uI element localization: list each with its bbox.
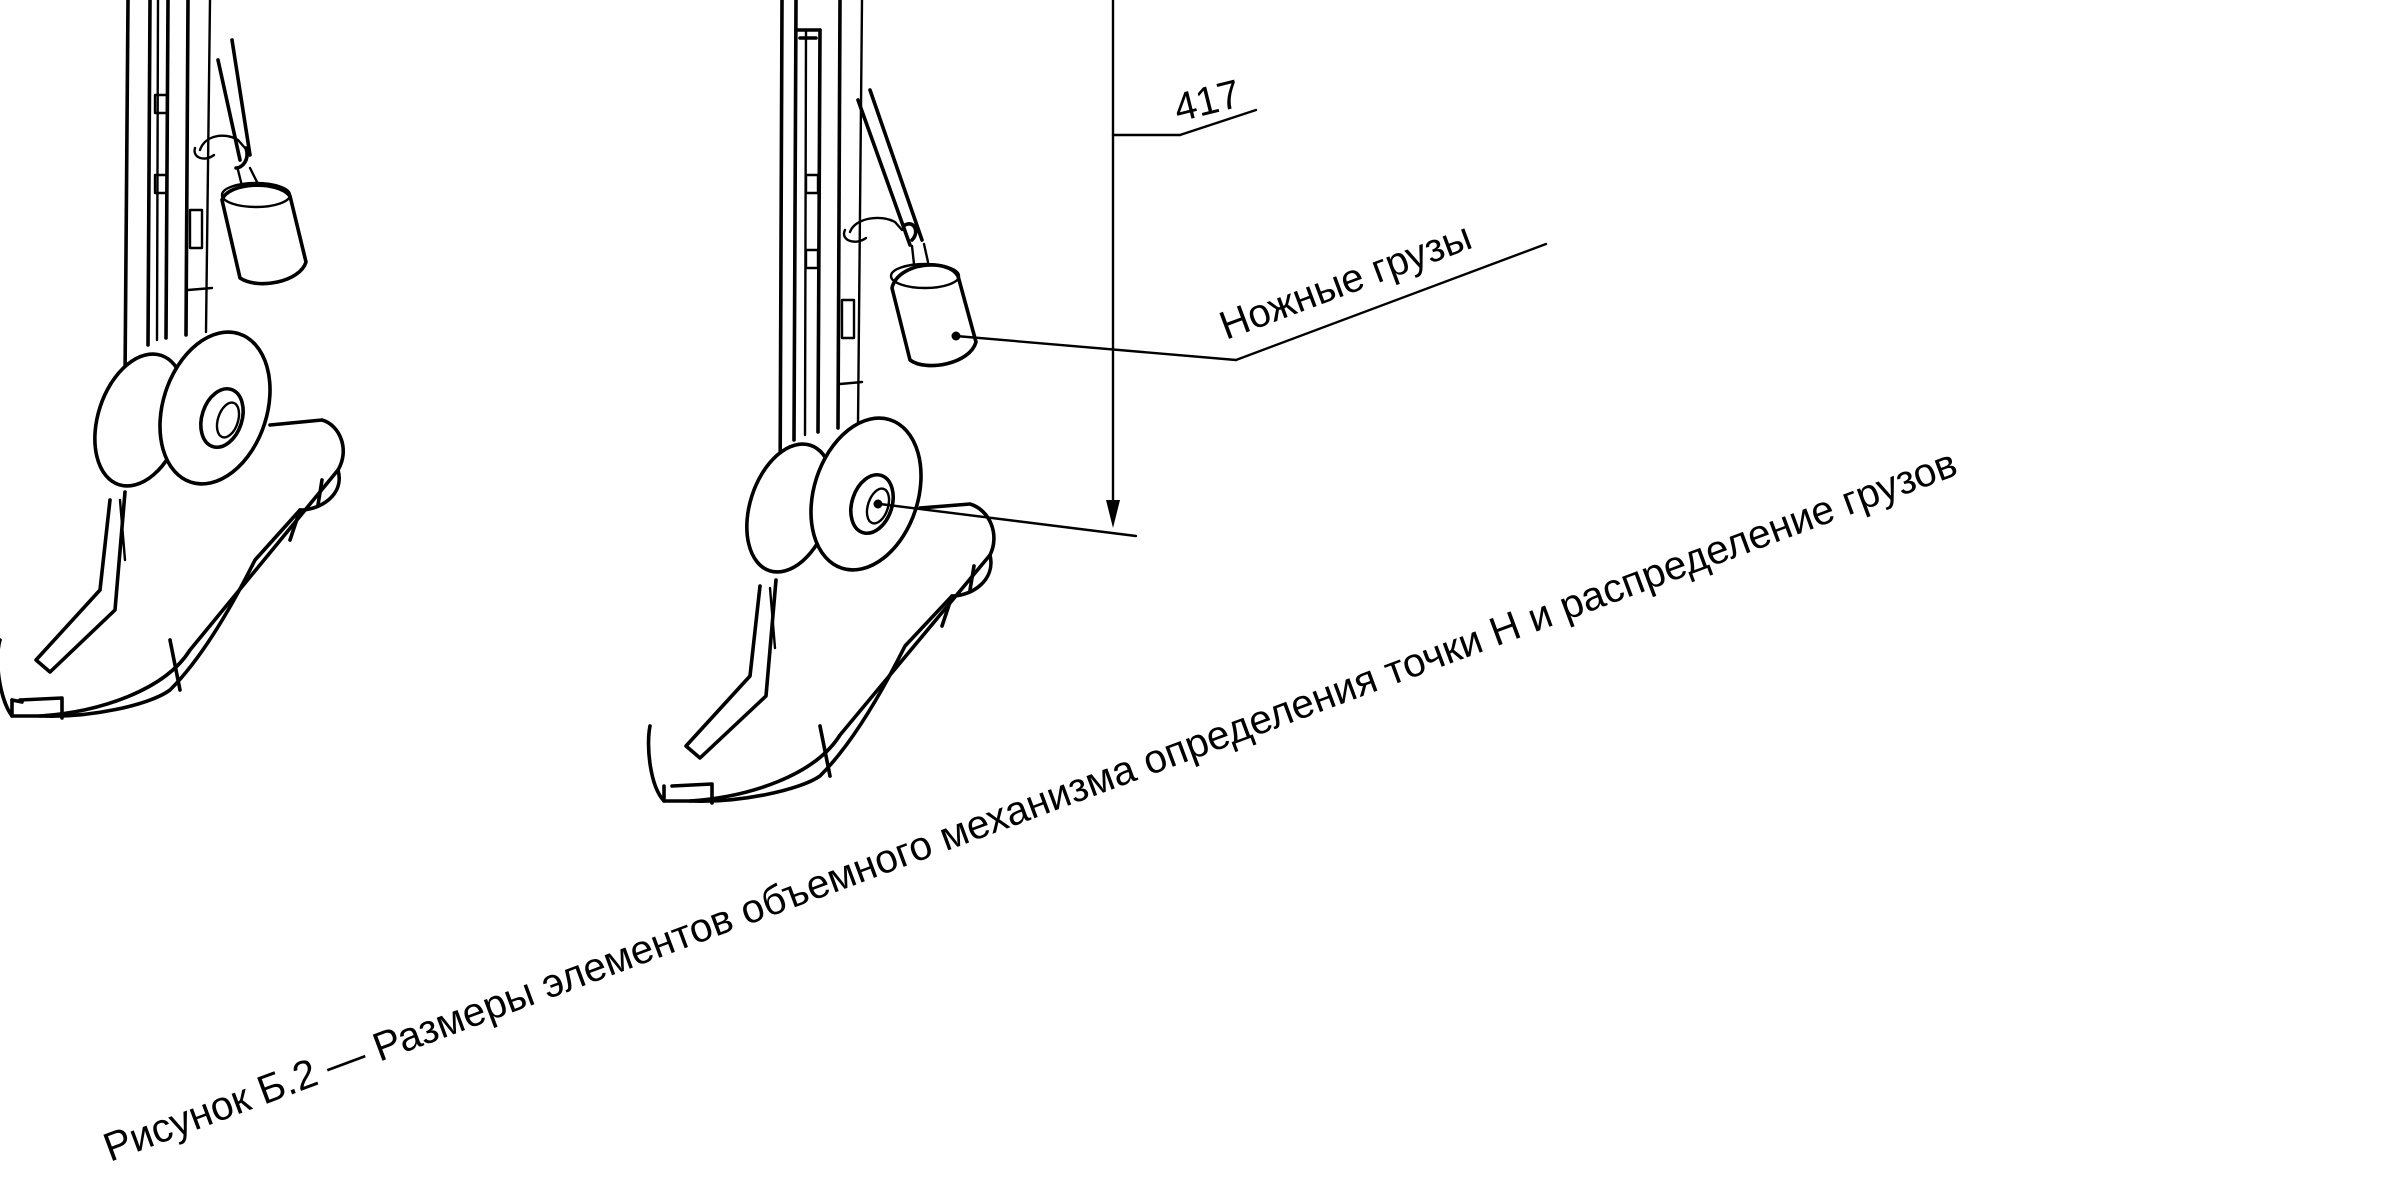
right-weight-hanger bbox=[842, 88, 924, 247]
left-weight-hanger bbox=[193, 38, 252, 170]
right-shaft bbox=[778, 0, 864, 502]
left-shoe bbox=[0, 418, 345, 720]
left-foot-weight bbox=[220, 166, 308, 286]
right-shoe bbox=[646, 502, 996, 805]
right-pivot bbox=[745, 416, 923, 574]
right-foot-weight bbox=[889, 242, 978, 368]
foot-weights-callout: Ножные грузы bbox=[954, 214, 1548, 362]
left-shaft bbox=[123, 0, 214, 382]
dimension-value: 417 bbox=[1170, 72, 1245, 131]
right-leg-assembly bbox=[646, 0, 996, 805]
foot-weights-label: Ножные грузы bbox=[1214, 214, 1478, 348]
left-pivot bbox=[93, 330, 272, 488]
left-leg-assembly bbox=[0, 0, 345, 720]
figure-caption: Рисунок Б.2 — Размеры элементов объемног… bbox=[97, 439, 1963, 1170]
